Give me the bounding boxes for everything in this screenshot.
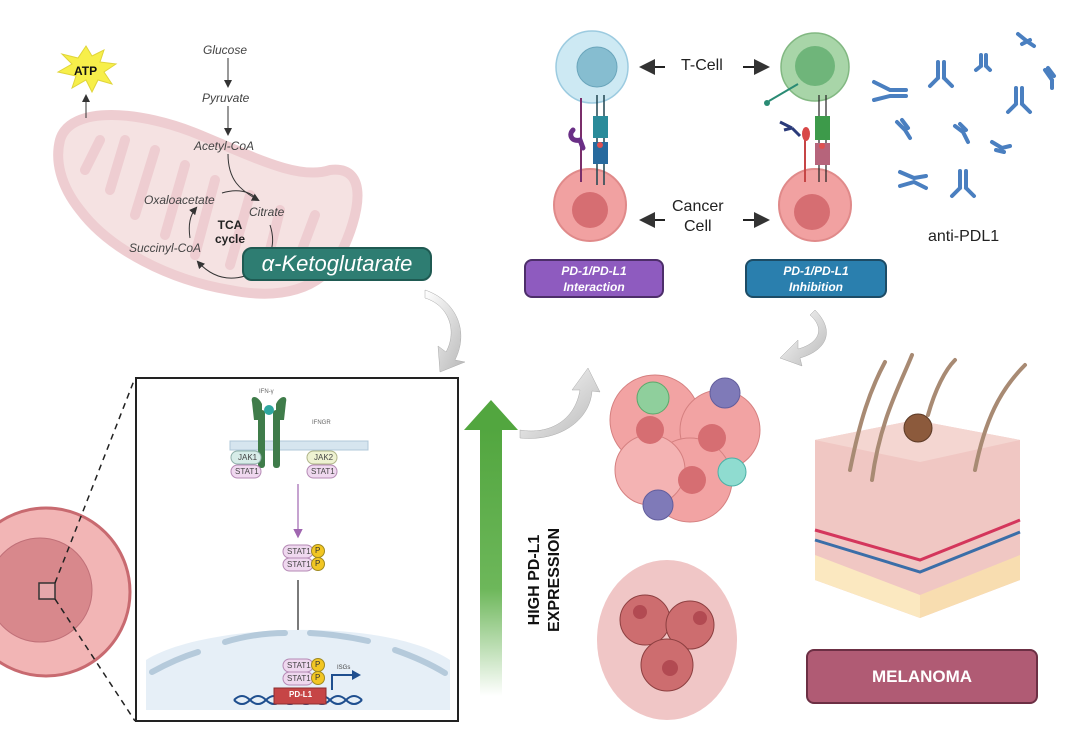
succinyl-coa-label: Succinyl-CoA xyxy=(129,241,202,255)
phosphate-icon xyxy=(311,671,325,685)
tca-line2: cycle xyxy=(215,232,246,246)
tca-cycle-label: TCA cycle xyxy=(215,218,245,246)
phosphate-label: P xyxy=(315,660,321,669)
cancer-line1: Cancer xyxy=(672,198,724,215)
interaction-badge: PD-1/PD-L1 Interaction xyxy=(524,259,664,298)
tca-line1: TCA xyxy=(217,218,243,232)
acetyl-coa-label: Acetyl-CoA xyxy=(194,139,255,153)
atp-starburst-icon xyxy=(56,45,118,118)
zoom-line-bottom xyxy=(54,598,136,722)
stat1-label: STAT1 xyxy=(287,661,311,670)
zoom-region-marker xyxy=(38,582,56,600)
phosphate-label: P xyxy=(315,673,321,682)
t-cell-icon xyxy=(717,457,747,487)
ifngr-label: IFNGR xyxy=(312,420,331,426)
jak2-label: JAK2 xyxy=(314,453,334,462)
jak2-protein xyxy=(306,450,338,465)
stat1-label: STAT1 xyxy=(311,467,335,476)
akg-badge: α-Ketoglutarate xyxy=(242,247,432,281)
atp-label: ATP xyxy=(74,64,98,78)
cancer-line2: Cell xyxy=(684,218,712,235)
interaction-line2: Interaction xyxy=(563,280,625,294)
stat1-label: STAT1 xyxy=(287,560,311,569)
t-cell-icon xyxy=(636,381,670,415)
tumor-microenvironment-illustration xyxy=(609,374,761,523)
glucose-label: Glucose xyxy=(203,43,248,57)
phosphate-label: P xyxy=(315,546,321,555)
citrate-label: Citrate xyxy=(249,205,285,219)
inhibition-line2: Inhibition xyxy=(789,280,843,294)
pd1-interaction-illustration xyxy=(553,30,629,242)
anti-pdl1-label: anti-PDL1 xyxy=(928,228,1000,245)
zoom-line-top xyxy=(54,377,136,584)
melanoma-badge: MELANOMA xyxy=(806,649,1038,704)
phosphate-icon xyxy=(311,557,325,571)
melanoma-label: MELANOMA xyxy=(871,667,973,686)
antibody-icon xyxy=(779,120,802,138)
curved-arrow-akg-to-signaling xyxy=(424,289,466,373)
ifn-gamma-icon xyxy=(264,405,274,415)
akg-label: α-Ketoglutarate xyxy=(261,251,413,276)
pyruvate-label: Pyruvate xyxy=(202,91,250,105)
isgs-label: ISGs xyxy=(337,665,351,671)
ifn-gamma-label: IFN-γ xyxy=(259,389,274,395)
phosphate-label: P xyxy=(315,559,321,568)
nuclear-envelope xyxy=(149,630,448,676)
pdl1-gene xyxy=(273,687,327,705)
high-pdl1-expression-label: HIGH PD-L1 EXPRESSION xyxy=(525,510,565,650)
acetyl-arrow xyxy=(227,153,260,201)
stat1-label: STAT1 xyxy=(235,467,259,476)
curved-arrow-to-melanoma xyxy=(779,309,827,367)
high-pdl1-expression-arrow xyxy=(464,400,518,696)
pdl1-gene-label: PD-L1 xyxy=(289,690,313,699)
transcription-arrow-icon xyxy=(331,674,354,690)
melanoma-lesion-icon xyxy=(903,413,933,443)
expression-line2: EXPRESSION xyxy=(546,527,563,633)
jak1-protein xyxy=(230,450,262,465)
necrotic-tumor-illustration xyxy=(597,560,737,720)
cancer-cell-label: Cancer Cell xyxy=(672,197,724,237)
interaction-line1: PD-1/PD-L1 xyxy=(561,264,627,278)
stat1-left-protein xyxy=(230,464,262,479)
label-arrows xyxy=(639,59,770,228)
curved-arrow-to-tumor xyxy=(519,367,601,439)
pd1-inhibition-illustration xyxy=(764,32,852,242)
inhibition-line1: PD-1/PD-L1 xyxy=(783,264,849,278)
dendritic-cell-icon xyxy=(709,377,741,409)
stat1-right-protein xyxy=(306,464,338,479)
anti-pdl1-antibodies-icon xyxy=(872,32,1056,198)
jak1-label: JAK1 xyxy=(238,453,258,462)
inhibition-badge: PD-1/PD-L1 Inhibition xyxy=(745,259,887,298)
stat1-label: STAT1 xyxy=(287,674,311,683)
expression-line1: HIGH PD-L1 xyxy=(526,534,543,626)
stat1-label: STAT1 xyxy=(287,547,311,556)
t-cell-label: T-Cell xyxy=(681,57,723,74)
oxaloacetate-label: Oxaloacetate xyxy=(144,193,215,207)
melanoma-skin-illustration xyxy=(814,353,1027,618)
signaling-panel xyxy=(135,377,459,722)
dendritic-cell-icon xyxy=(642,489,674,521)
cancer-cell-illustration xyxy=(0,377,136,722)
